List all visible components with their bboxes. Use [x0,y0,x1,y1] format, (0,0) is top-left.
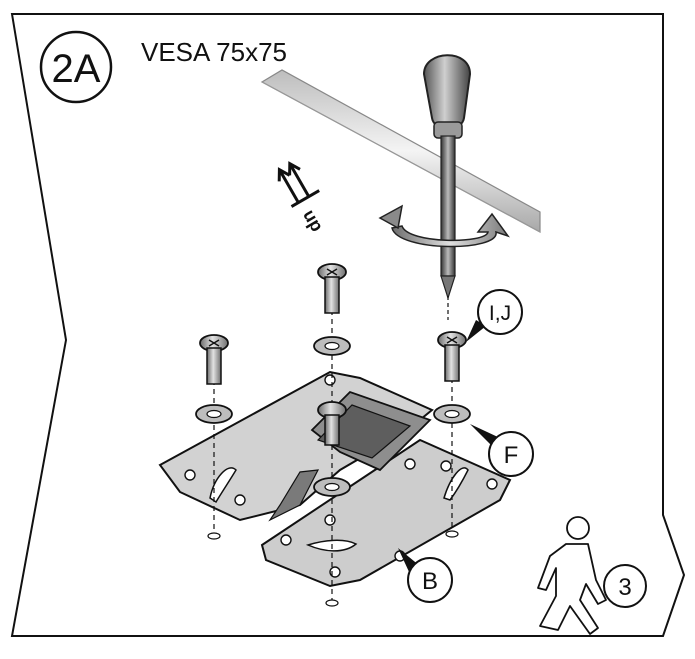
screw-center [317,263,347,314]
callout-washers-label: F [504,442,519,469]
washer-left [195,404,233,424]
screw-bracket [317,401,347,446]
callout-bracket-label: B [422,568,438,595]
step-number: 2A [52,47,101,91]
bracket-b [158,370,512,588]
screw-left [199,334,229,385]
step-number-badge: 2A [39,30,113,104]
next-step-badge: 3 [603,564,647,608]
rotation-arrow-icon [378,204,510,248]
callout-bracket: B [398,548,453,603]
washer-right [433,404,471,424]
hole-markers [207,530,459,607]
walking-person-icon [537,516,607,635]
screw-right [437,331,467,382]
washer-bracket [313,477,351,497]
assembly-guide-lines [213,310,453,600]
step-title: VESA 75x75 [141,37,287,67]
callout-screws-label: I,J [489,302,511,325]
next-step-number: 3 [618,574,631,601]
washer-center [313,336,351,356]
callout-washers: F [470,424,534,477]
callout-screws: I,J [466,289,523,342]
